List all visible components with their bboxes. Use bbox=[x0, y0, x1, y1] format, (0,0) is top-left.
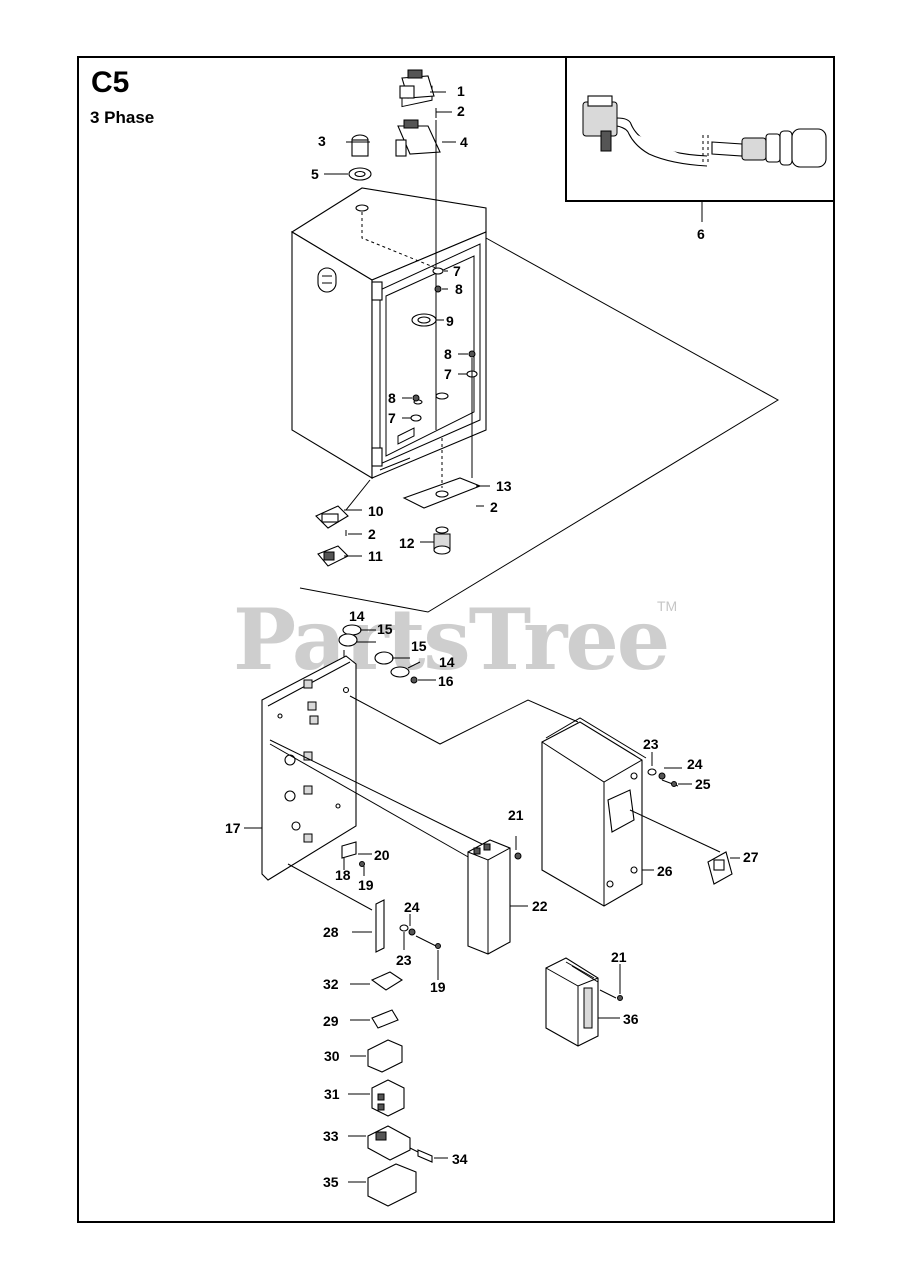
callout-24: 24 bbox=[687, 756, 703, 772]
callout-14b: 14 bbox=[439, 654, 455, 670]
callout-15: 15 bbox=[377, 621, 393, 637]
callout-6: 6 bbox=[697, 226, 705, 242]
box-hardware bbox=[402, 267, 478, 478]
callout-32: 32 bbox=[323, 976, 339, 992]
callout-2: 2 bbox=[457, 103, 465, 119]
callout-2c: 2 bbox=[490, 499, 498, 515]
clip-screws bbox=[341, 841, 372, 876]
callout-16: 16 bbox=[438, 673, 454, 689]
din-rail-components bbox=[348, 899, 448, 1207]
callout-28: 28 bbox=[323, 924, 339, 940]
callout-17: 17 bbox=[225, 820, 241, 836]
callout-23: 23 bbox=[643, 736, 659, 752]
callout-35: 35 bbox=[323, 1174, 339, 1190]
diagram-subtitle: 3 Phase bbox=[90, 108, 155, 127]
inverter-housing bbox=[541, 717, 740, 907]
callout-31: 31 bbox=[324, 1086, 340, 1102]
callout-1: 1 bbox=[457, 83, 465, 99]
gland-plate bbox=[402, 438, 490, 555]
callout-3: 3 bbox=[318, 133, 326, 149]
mounting-plate bbox=[244, 655, 579, 911]
callout-7: 7 bbox=[453, 263, 461, 279]
callout-7c: 7 bbox=[388, 410, 396, 426]
callout-5: 5 bbox=[311, 166, 319, 182]
callout-8b: 8 bbox=[444, 346, 452, 362]
callout-11: 11 bbox=[368, 548, 383, 564]
callout-21: 21 bbox=[508, 807, 524, 823]
cable-duct bbox=[467, 836, 528, 955]
callout-34: 34 bbox=[452, 1151, 468, 1167]
top-connectors bbox=[324, 69, 456, 430]
projection-lines bbox=[299, 237, 779, 613]
callout-7b: 7 bbox=[444, 366, 452, 382]
callout-9: 9 bbox=[446, 313, 454, 329]
callout-13: 13 bbox=[496, 478, 512, 494]
callout-24b: 24 bbox=[404, 899, 420, 915]
callout-20: 20 bbox=[374, 847, 390, 863]
callout-19b: 19 bbox=[430, 979, 446, 995]
watermark-tm: TM bbox=[657, 598, 678, 614]
watermark: PartsTree bbox=[233, 590, 670, 689]
callout-2b: 2 bbox=[368, 526, 376, 542]
switch-cover-parts bbox=[315, 505, 362, 567]
callout-23b: 23 bbox=[396, 952, 412, 968]
callout-19: 19 bbox=[358, 877, 374, 893]
callout-8c: 8 bbox=[388, 390, 396, 406]
callout-4: 4 bbox=[460, 134, 468, 150]
callout-29: 29 bbox=[323, 1013, 339, 1029]
callout-33: 33 bbox=[323, 1128, 339, 1144]
diagram-title: C5 bbox=[91, 66, 130, 99]
callout-14: 14 bbox=[349, 608, 365, 624]
callout-18: 18 bbox=[335, 867, 351, 883]
callout-22: 22 bbox=[532, 898, 548, 914]
callout-27: 27 bbox=[743, 849, 759, 865]
callout-21b: 21 bbox=[611, 949, 627, 965]
mounting-washers bbox=[338, 624, 436, 686]
callout-30: 30 bbox=[324, 1048, 340, 1064]
callout-12: 12 bbox=[399, 535, 415, 551]
callout-15b: 15 bbox=[411, 638, 427, 654]
callout-26: 26 bbox=[657, 863, 673, 879]
callout-10: 10 bbox=[368, 503, 384, 519]
callout-36: 36 bbox=[623, 1011, 639, 1027]
callout-8: 8 bbox=[455, 281, 463, 297]
callout-labels: 1 2 3 4 5 6 7 8 9 7 8 8 7 10 2 11 12 13 … bbox=[225, 83, 759, 1190]
enclosure-box bbox=[290, 85, 487, 479]
contactor-block bbox=[545, 957, 623, 1047]
diagram-frame bbox=[77, 56, 835, 1223]
callout-25: 25 bbox=[695, 776, 711, 792]
cable-assembly bbox=[582, 95, 827, 222]
